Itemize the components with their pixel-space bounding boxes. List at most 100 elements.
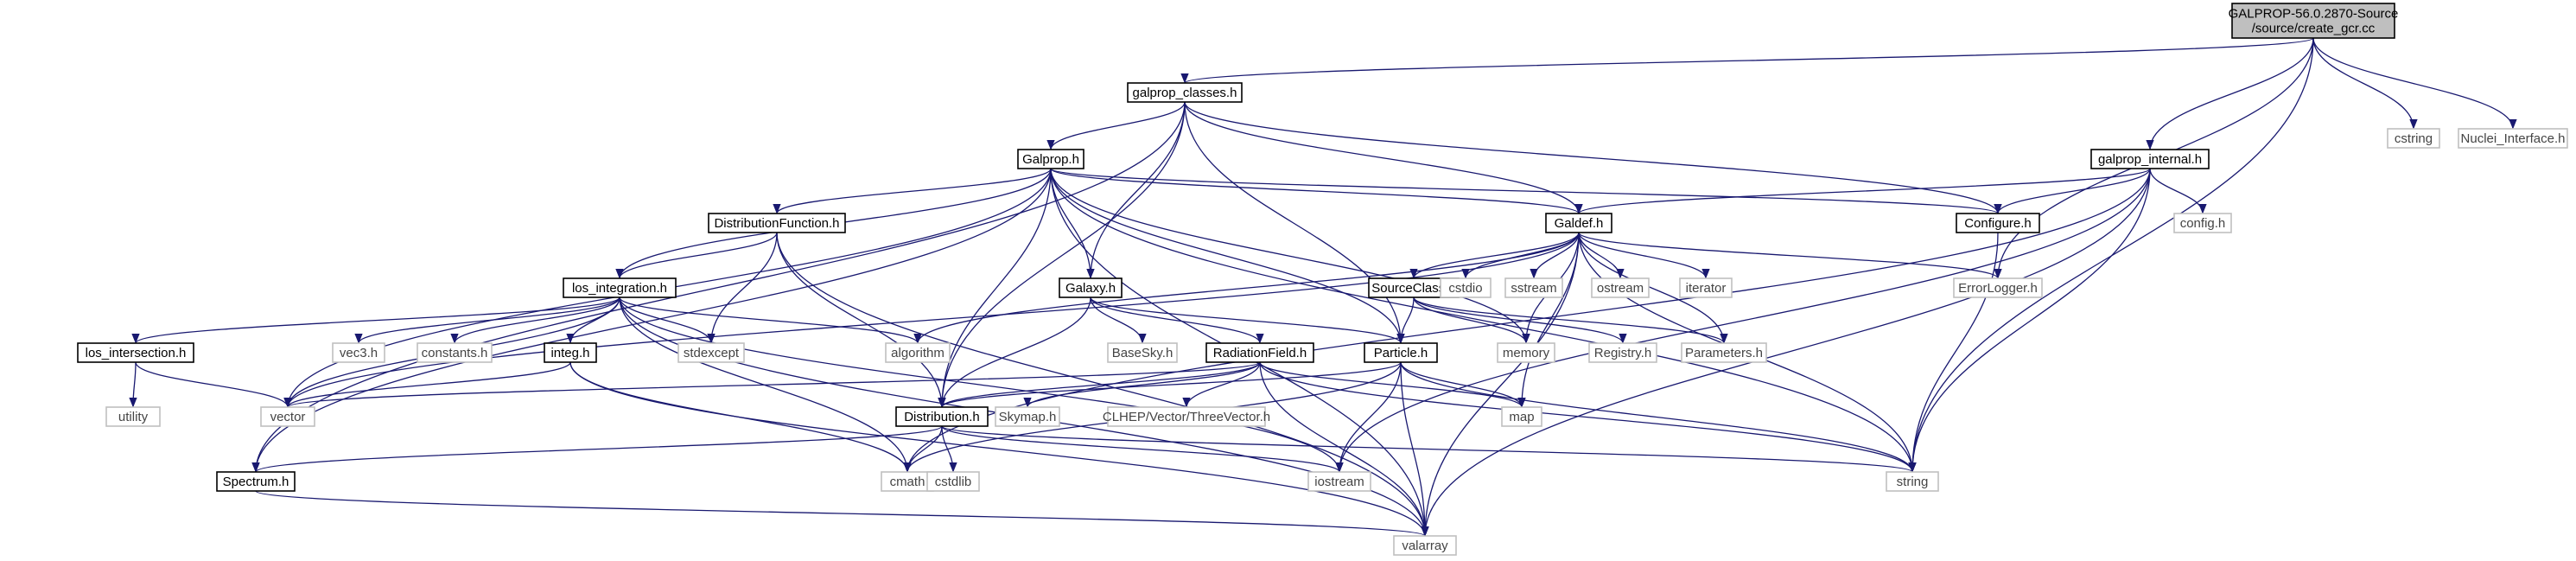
edge-Galaxy_h-to-RadiationField_h bbox=[1090, 296, 1264, 344]
edge-Galprop_h-to-Galdef_h bbox=[1050, 168, 1583, 214]
node-Nuclei_Interface_h: Nuclei_Interface.h bbox=[2458, 128, 2568, 149]
edge-Particle_h-to-map bbox=[1400, 361, 1526, 408]
node-SourceClass_h[interactable]: SourceClass.h bbox=[1368, 277, 1460, 298]
node-Galprop_h[interactable]: Galprop.h bbox=[1017, 149, 1084, 169]
edge-layer bbox=[129, 37, 2517, 537]
edge-galprop_internal_h-to-Galdef_h bbox=[1574, 168, 2151, 214]
node-box bbox=[544, 342, 597, 363]
node-los_integration_h[interactable]: los_integration.h bbox=[563, 277, 677, 298]
node-label: memory bbox=[1503, 346, 1550, 360]
node-Galdef_h[interactable]: Galdef.h bbox=[1545, 213, 1612, 233]
node-layer: GALPROP-56.0.2870-Source/source/create_g… bbox=[77, 3, 2568, 556]
node-ThreeVector_h: CLHEP/Vector/ThreeVector.h bbox=[1103, 406, 1270, 427]
node-box bbox=[77, 342, 194, 363]
node-box bbox=[417, 342, 493, 363]
edge-Galaxy_h-to-Particle_h bbox=[1090, 296, 1405, 344]
edge-galprop_classes_h-to-Particle_h bbox=[1184, 101, 1405, 344]
edge-DistributionFunction_h-to-stdexcept bbox=[707, 232, 778, 344]
edge-Galprop_h-to-memory bbox=[1050, 168, 1530, 344]
node-label: GALPROP-56.0.2870-Source bbox=[2229, 7, 2399, 22]
node-label: DistributionFunction.h bbox=[714, 216, 839, 231]
edge-galprop_classes_h-to-Galdef_h bbox=[1184, 101, 1583, 214]
node-label: config.h bbox=[2180, 216, 2226, 231]
node-los_intersection_h[interactable]: los_intersection.h bbox=[77, 342, 194, 363]
node-Distribution_h[interactable]: Distribution.h bbox=[895, 406, 989, 427]
node-label: Distribution.h bbox=[904, 410, 980, 424]
node-box bbox=[1497, 342, 1555, 363]
node-label: Spectrum.h bbox=[223, 475, 289, 489]
node-Particle_h[interactable]: Particle.h bbox=[1364, 342, 1438, 363]
node-box bbox=[1307, 471, 1371, 492]
edge-Galprop_h-to-string bbox=[1050, 168, 1917, 473]
node-create_gcr_cc[interactable]: GALPROP-56.0.2870-Source/source/create_g… bbox=[2229, 3, 2399, 39]
node-cstdlib: cstdlib bbox=[926, 471, 980, 492]
edge-RadiationField_h-to-valarray bbox=[1259, 361, 1429, 537]
node-algorithm: algorithm bbox=[885, 342, 951, 363]
node-box bbox=[677, 342, 745, 363]
edge-los_integration_h-to-stdexcept bbox=[619, 296, 716, 344]
edge-Galdef_h-to-sstream bbox=[1530, 232, 1580, 279]
edge-RadiationField_h-to-map bbox=[1259, 361, 1526, 408]
node-box bbox=[2387, 128, 2440, 149]
node-Skymap_h: Skymap.h bbox=[995, 406, 1060, 427]
node-Spectrum_h[interactable]: Spectrum.h bbox=[216, 471, 296, 492]
edge-integ_h-to-vector bbox=[283, 361, 571, 408]
node-Galaxy_h[interactable]: Galaxy.h bbox=[1059, 277, 1123, 298]
edge-SourceClass_h-to-Parameters_h bbox=[1413, 296, 1728, 344]
edge-Galdef_h-to-Parameters_h bbox=[1578, 232, 1728, 344]
node-RadiationField_h[interactable]: RadiationField.h bbox=[1205, 342, 1314, 363]
node-label: RadiationField.h bbox=[1213, 346, 1307, 360]
edge-Galprop_h-to-Configure_h bbox=[1050, 168, 2002, 214]
node-label: cstdlib bbox=[935, 475, 972, 489]
node-box bbox=[1107, 342, 1178, 363]
node-label: ostream bbox=[1597, 281, 1644, 296]
node-vec3_h: vec3.h bbox=[332, 342, 385, 363]
edge-galprop_internal_h-to-valarray bbox=[1421, 168, 2151, 537]
node-label: Parameters.h bbox=[1685, 346, 1763, 360]
edge-Galdef_h-to-SourceClass_h bbox=[1409, 232, 1580, 279]
node-cstring: cstring bbox=[2387, 128, 2440, 149]
node-constants_h: constants.h bbox=[417, 342, 493, 363]
node-box bbox=[1504, 277, 1563, 298]
edge-DistributionFunction_h-to-los_integration_h bbox=[615, 232, 778, 279]
node-box bbox=[332, 342, 385, 363]
edge-SourceClass_h-to-Particle_h bbox=[1396, 296, 1415, 344]
node-box bbox=[1205, 342, 1314, 363]
node-galprop_classes_h[interactable]: galprop_classes.h bbox=[1127, 82, 1243, 103]
node-integ_h[interactable]: integ.h bbox=[544, 342, 597, 363]
edge-Galdef_h-to-algorithm bbox=[913, 232, 1580, 344]
node-box bbox=[708, 213, 846, 233]
edge-los_integration_h-to-vec3_h bbox=[354, 296, 620, 344]
node-box bbox=[2458, 128, 2568, 149]
node-box bbox=[216, 471, 296, 492]
node-box bbox=[1364, 342, 1438, 363]
node-label: vec3.h bbox=[340, 346, 378, 360]
edge-RadiationField_h-to-Distribution_h bbox=[938, 361, 1261, 408]
node-box bbox=[1545, 213, 1612, 233]
node-box bbox=[1588, 342, 1657, 363]
node-DistributionFunction_h[interactable]: DistributionFunction.h bbox=[708, 213, 846, 233]
node-label: Galaxy.h bbox=[1065, 281, 1116, 296]
node-box bbox=[1591, 277, 1650, 298]
node-label: Particle.h bbox=[1374, 346, 1428, 360]
node-label: iterator bbox=[1686, 281, 1727, 296]
node-box bbox=[926, 471, 980, 492]
edge-Spectrum_h-to-valarray bbox=[255, 490, 1429, 537]
edge-galprop_internal_h-to-config_h bbox=[2149, 168, 2207, 214]
node-box bbox=[1017, 149, 1084, 169]
edge-Particle_h-to-Distribution_h bbox=[938, 361, 1402, 408]
node-vector: vector bbox=[260, 406, 315, 427]
node-Parameters_h: Parameters.h bbox=[1681, 342, 1767, 363]
node-Configure_h[interactable]: Configure.h bbox=[1956, 213, 2040, 233]
edge-Distribution_h-to-Spectrum_h bbox=[251, 425, 943, 473]
edge-SourceClass_h-to-memory bbox=[1413, 296, 1530, 344]
node-galprop_internal_h[interactable]: galprop_internal.h bbox=[2090, 149, 2210, 169]
node-config_h: config.h bbox=[2173, 213, 2232, 233]
edge-SourceClass_h-to-Registry_h bbox=[1413, 296, 1627, 344]
edge-galprop_classes_h-to-Distribution_h bbox=[938, 101, 1186, 408]
node-box bbox=[1956, 213, 2040, 233]
node-box bbox=[1107, 406, 1266, 427]
node-label: vector bbox=[270, 410, 306, 424]
node-sstream: sstream bbox=[1504, 277, 1563, 298]
edge-los_intersection_h-to-vector bbox=[135, 361, 292, 408]
